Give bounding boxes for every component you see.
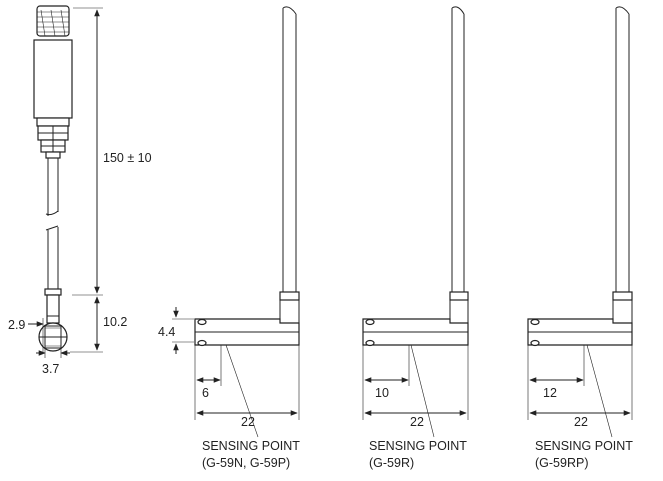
- sensor-tip: [38, 288, 68, 352]
- sensor-1-offset: 6: [202, 386, 209, 400]
- head-height-dimension: 4.4: [158, 325, 175, 339]
- connector-body: [33, 39, 73, 119]
- connector-nut: [37, 125, 69, 159]
- sensor-2-width: 22: [410, 415, 424, 429]
- sensor-1-label: SENSING POINT: [202, 439, 300, 453]
- head-height-dimension-group: 4.4: [158, 307, 194, 354]
- sensor-3-models: (G-59RP): [535, 456, 588, 470]
- sensor-view-1: 6 22 SENSING POINT (G-59N, G-59P): [194, 6, 300, 470]
- sensor-3-width: 22: [574, 415, 588, 429]
- sensor-1-models: (G-59N, G-59P): [202, 456, 290, 470]
- sensor-3-offset: 12: [543, 386, 557, 400]
- side-view: 150 ± 10 10.2 2.9 3.7: [8, 5, 152, 376]
- connector-thread: [36, 5, 70, 37]
- tip-offset-dimension: 2.9: [8, 318, 25, 332]
- length-dimension: 150 ± 10: [103, 151, 152, 165]
- tip-height-dimension: 10.2: [103, 315, 127, 329]
- sensor-2-models: (G-59R): [369, 456, 414, 470]
- sensor-view-2: 10 22 SENSING POINT (G-59R): [362, 6, 469, 470]
- sensor-3-label: SENSING POINT: [535, 439, 633, 453]
- tip-width-dimension: 3.7: [42, 362, 59, 376]
- sensor-2-offset: 10: [375, 386, 389, 400]
- sensor-view-3: 12 22 SENSING POINT (G-59RP): [527, 6, 633, 470]
- cable: [45, 158, 59, 290]
- sensor-2-label: SENSING POINT: [369, 439, 467, 453]
